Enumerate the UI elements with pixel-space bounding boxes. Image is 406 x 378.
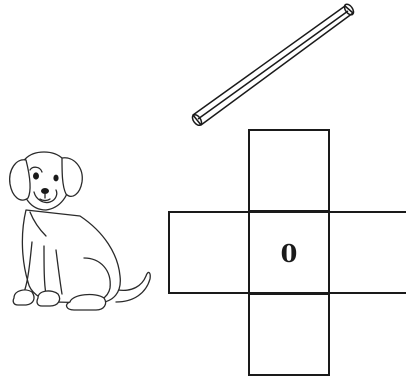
grid-cell-right <box>329 212 406 293</box>
dog-illustration <box>10 152 151 310</box>
grid-cell-left <box>169 212 249 293</box>
grid-cell-bottom <box>249 294 329 375</box>
stick-illustration <box>191 3 356 127</box>
grid-cell-top <box>249 130 329 211</box>
center-cell-label: 0 <box>281 239 298 268</box>
